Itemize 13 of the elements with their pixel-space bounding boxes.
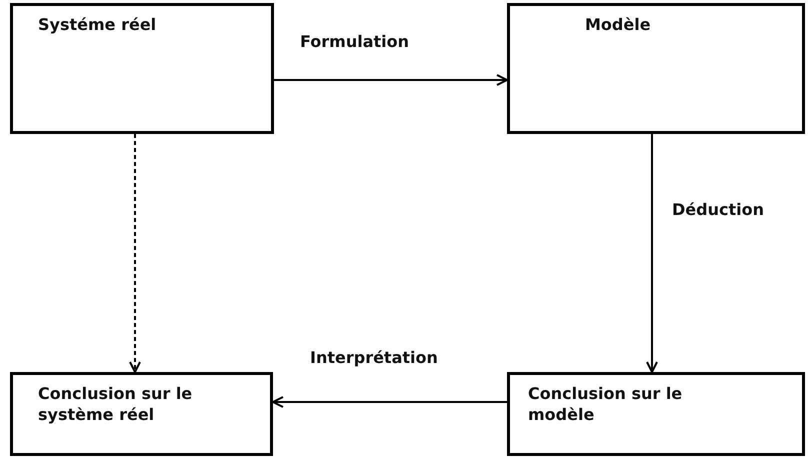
process-box xyxy=(507,3,805,134)
edge-label: Interprétation xyxy=(308,348,440,367)
box-label: Systéme réel xyxy=(38,14,158,35)
process-box xyxy=(10,3,274,134)
box-label: Modèle xyxy=(585,14,652,35)
arrow xyxy=(272,396,507,408)
arrow xyxy=(274,74,508,86)
process-box xyxy=(507,372,805,456)
box-label: Conclusion sur le système réel xyxy=(38,383,194,425)
box-label: Conclusion sur le modèle xyxy=(528,383,684,425)
dashed-arrow xyxy=(129,134,141,373)
process-box xyxy=(10,372,273,456)
arrow xyxy=(646,134,658,373)
